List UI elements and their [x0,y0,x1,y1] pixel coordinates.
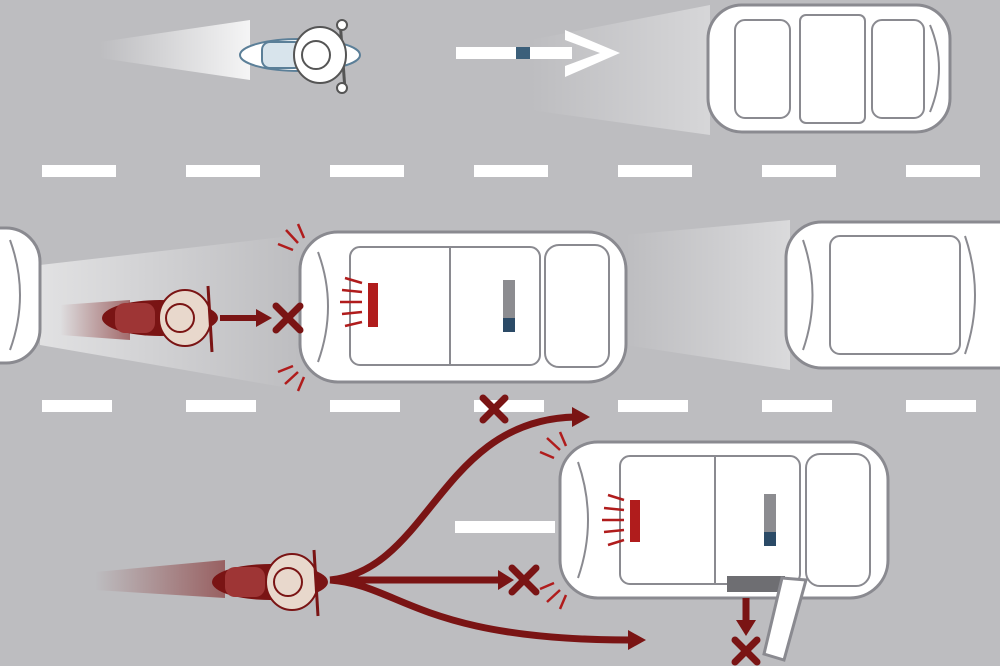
x-mark [508,564,540,596]
motorcycle-danger-bottom [212,549,328,617]
car-middle-braking [277,223,628,392]
rider-helmet [165,303,195,333]
brake-light-rays [539,431,625,610]
brake-light-rays [277,223,363,392]
arrow-icon [572,407,590,427]
car-middle-partial-left [0,226,42,365]
x-mark [731,636,761,666]
path-swerve-right [329,576,631,644]
arrow-icon [498,570,514,590]
lane-marking-bottom [455,521,555,533]
car-bottom-door-open [539,431,890,662]
x-mark [272,302,304,334]
motorcycle-danger-middle [102,285,304,353]
path-swerve-left [329,413,576,584]
brake-light-icon [368,283,378,327]
open-door-panel [727,576,785,592]
direction-arrow-icon [456,30,620,77]
car-headlight-beam-middle-right [625,220,790,370]
danger-paths [329,413,750,644]
motorcycle-danger-beam-bottom [95,560,225,598]
brake-light-icon [630,500,640,542]
car-middle-right [784,220,1000,370]
x-mark [479,394,509,424]
motorcycle-safe-top [239,19,361,94]
car-top-right [706,3,952,134]
rider-helmet [301,40,331,70]
lane-divider-upper [42,165,980,177]
arrow-icon [628,630,646,650]
motorcycle-headlight-beam-top [100,20,250,80]
rider-helmet [273,567,303,597]
open-door [762,576,808,662]
arrow-icon [736,620,756,636]
